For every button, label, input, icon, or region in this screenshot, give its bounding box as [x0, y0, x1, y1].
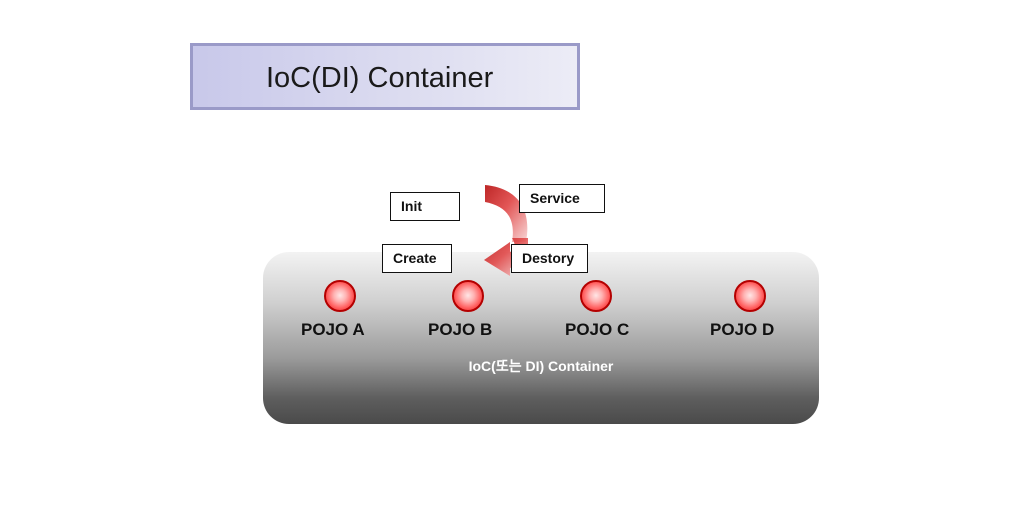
pojo-c-node — [580, 280, 612, 312]
container-label: IoC(또는 DI) Container — [468, 358, 614, 374]
pojo-d-node — [734, 280, 766, 312]
service-label: Service — [519, 184, 605, 213]
title-banner: IoC(DI) Container — [190, 43, 580, 110]
pojo-a-node — [324, 280, 356, 312]
pojo-a-label: POJO A — [301, 320, 365, 339]
diagram-title: IoC(DI) Container — [266, 62, 494, 94]
destroy-label: Destory — [511, 244, 588, 273]
pojo-c-label: POJO C — [565, 320, 630, 339]
init-label: Init — [390, 192, 460, 221]
pojo-d-label: POJO D — [710, 320, 775, 339]
pojo-b-node — [452, 280, 484, 312]
ioc-container-panel: IoC(또는 DI) Container — [263, 252, 819, 424]
pojo-b-label: POJO B — [428, 320, 493, 339]
create-label: Create — [382, 244, 452, 273]
